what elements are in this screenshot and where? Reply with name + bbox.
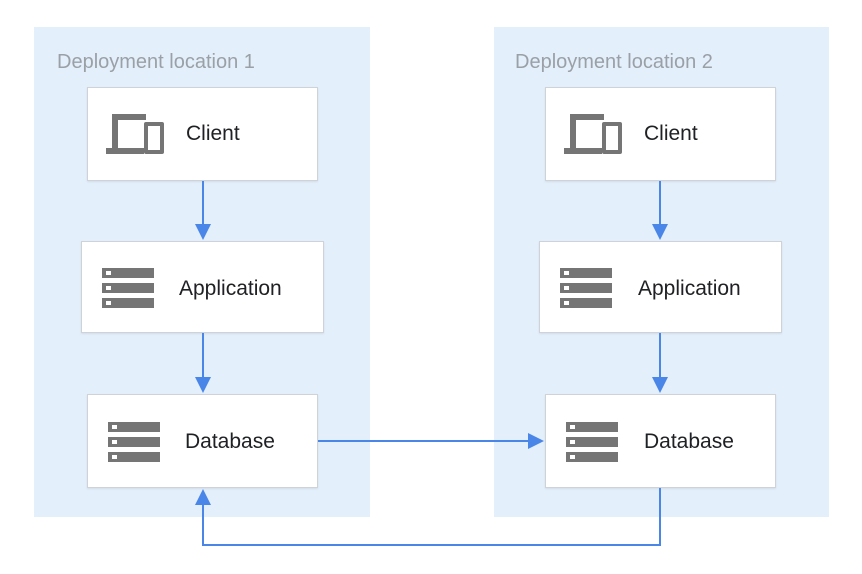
zone-title: Deployment location 1 <box>57 51 255 73</box>
arrowhead <box>652 224 668 240</box>
client-node[interactable]: Client <box>545 87 776 181</box>
server-icon <box>108 422 160 462</box>
database-node[interactable]: Database <box>87 394 318 488</box>
zone-title: Deployment location 2 <box>515 51 713 73</box>
application-node[interactable]: Application <box>81 241 324 333</box>
arrowhead <box>195 377 211 393</box>
client-node[interactable]: Client <box>87 87 318 181</box>
devices-icon <box>564 114 622 154</box>
node-label: Client <box>186 122 240 145</box>
arrowhead <box>195 224 211 240</box>
node-label: Application <box>179 277 282 300</box>
server-icon <box>566 422 618 462</box>
server-icon <box>102 268 154 308</box>
node-label: Database <box>644 430 734 453</box>
node-label: Database <box>185 430 275 453</box>
database-node[interactable]: Database <box>545 394 776 488</box>
arrowhead <box>528 433 544 449</box>
node-label: Client <box>644 122 698 145</box>
application-node[interactable]: Application <box>539 241 782 333</box>
node-label: Application <box>638 277 741 300</box>
server-icon <box>560 268 612 308</box>
arrowhead <box>195 489 211 505</box>
arrow-db2-to-db1 <box>202 488 661 546</box>
arrowhead <box>652 377 668 393</box>
devices-icon <box>106 114 164 154</box>
